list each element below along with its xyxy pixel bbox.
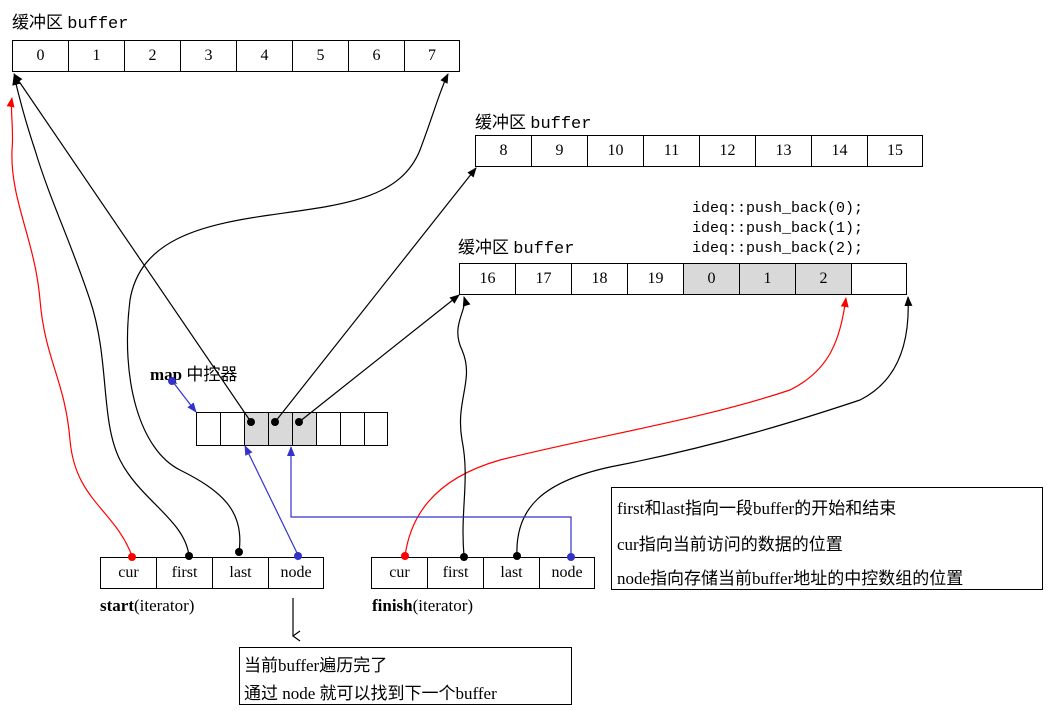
map-pointer-dot: [247, 418, 255, 426]
finish-title: finish(iterator): [372, 596, 473, 616]
start-cur-pointer: [6, 97, 133, 557]
buffer2-cell: 15: [867, 135, 923, 167]
start-title: start(iterator): [100, 596, 194, 616]
finish-title-bold: finish: [372, 596, 413, 615]
buffer1-cell: 2: [124, 40, 181, 72]
finish-last: last: [483, 557, 540, 589]
map-label-dot: [168, 377, 176, 385]
map-pointer-buffer3: [298, 294, 460, 423]
buffer3-cell: 18: [571, 263, 628, 295]
buffer1-cell: 7: [404, 40, 460, 72]
buffer1-cell: 3: [180, 40, 237, 72]
buffer3-cell: 1: [739, 263, 796, 295]
buffer2-cell: 14: [811, 135, 868, 167]
start-cur: cur: [100, 557, 157, 589]
buffer3-cell: 16: [459, 263, 516, 295]
map-array: [196, 412, 388, 446]
push-back-line: ideq::push_back(1);: [692, 220, 864, 237]
note-line: 通过 node 就可以找到下一个buffer: [244, 684, 497, 703]
buffer1-title-en: buffer: [67, 15, 129, 34]
note-line: 当前buffer遍历完了: [244, 656, 388, 675]
finish-last-dot: [513, 552, 521, 560]
start-node-dot: [294, 552, 302, 560]
finish-title-label: (iterator): [412, 596, 474, 615]
note-box: 当前buffer遍历完了 通过 node 就可以找到下一个buffer: [239, 647, 572, 705]
start-node: node: [268, 557, 324, 589]
start-node-pointer: [244, 445, 299, 556]
finish-last-pointer: [516, 296, 913, 557]
buffer2-cell: 11: [643, 135, 700, 167]
buffer1-cell: 0: [12, 40, 69, 72]
start-title-label: (iterator): [133, 596, 195, 615]
buffer2-title: 缓冲区 buffer: [475, 108, 591, 134]
push-back-code: ideq::push_back(0); ideq::push_back(1); …: [692, 199, 863, 259]
buffer2-cell: 12: [699, 135, 756, 167]
finish-iterator: cur first last node: [371, 557, 595, 589]
buffer2-title-en: buffer: [530, 115, 592, 134]
finish-cur: cur: [371, 557, 428, 589]
buffer1-cell: 1: [68, 40, 125, 72]
buffer1-cell: 4: [236, 40, 293, 72]
buffer3-title-cn: 缓冲区: [458, 238, 509, 257]
buffer3-cell: 2: [795, 263, 852, 295]
start-title-bold: start: [100, 596, 134, 615]
buffer3-cell: [851, 263, 907, 295]
legend-line: first和last指向一段buffer的开始和结束: [617, 499, 897, 518]
buffer1-row: 0 1 2 3 4 5 6 7: [12, 40, 460, 72]
buffer2-cell: 10: [587, 135, 644, 167]
map-slot: [196, 412, 221, 446]
finish-first-pointer: [457, 296, 471, 557]
buffer2-cell: 13: [755, 135, 812, 167]
map-pointer-buffer2: [274, 167, 477, 423]
map-label-arrow: [172, 381, 197, 413]
finish-node-dot: [567, 553, 575, 561]
buffer3-title-en: buffer: [513, 240, 575, 259]
start-last-dot: [235, 548, 243, 556]
finish-node-pointer: [287, 446, 572, 556]
start-cur-dot: [128, 553, 136, 561]
map-pointer-dot: [295, 418, 303, 426]
buffer1-title-cn: 缓冲区: [12, 13, 63, 32]
start-first-dot: [185, 552, 193, 560]
buffer1-title: 缓冲区 buffer: [12, 8, 128, 34]
buffer3-cell: 17: [515, 263, 572, 295]
legend-line: cur指向当前访问的数据的位置: [617, 535, 843, 554]
legend-box: first和last指向一段buffer的开始和结束 cur指向当前访问的数据的…: [611, 487, 1043, 590]
buffer2-title-cn: 缓冲区: [475, 113, 526, 132]
map-pointer-buffer1: [13, 73, 252, 423]
buffer3-title: 缓冲区 buffer: [458, 233, 574, 259]
finish-cur-pointer: [404, 297, 849, 557]
map-pointer-dot: [271, 418, 279, 426]
buffer3-cell: 0: [683, 263, 740, 295]
start-last-pointer: [126, 73, 449, 553]
legend-line: node指向存储当前buffer地址的中控数组的位置: [617, 569, 964, 588]
push-back-line: ideq::push_back(2);: [692, 240, 864, 257]
start-iterator: cur first last node: [100, 557, 324, 589]
start-last: last: [212, 557, 269, 589]
start-first-pointer: [12, 75, 190, 557]
map-slot: [364, 412, 388, 446]
map-slot: [220, 412, 245, 446]
finish-first-dot: [460, 553, 468, 561]
finish-node: node: [539, 557, 595, 589]
finish-cur-dot: [401, 552, 409, 560]
buffer3-row: 16 17 18 19 0 1 2: [459, 263, 907, 295]
push-back-line: ideq::push_back(0);: [692, 200, 864, 217]
map-title-label: 中控器: [186, 365, 238, 384]
buffer2-row: 8 9 10 11 12 13 14 15: [475, 135, 923, 167]
